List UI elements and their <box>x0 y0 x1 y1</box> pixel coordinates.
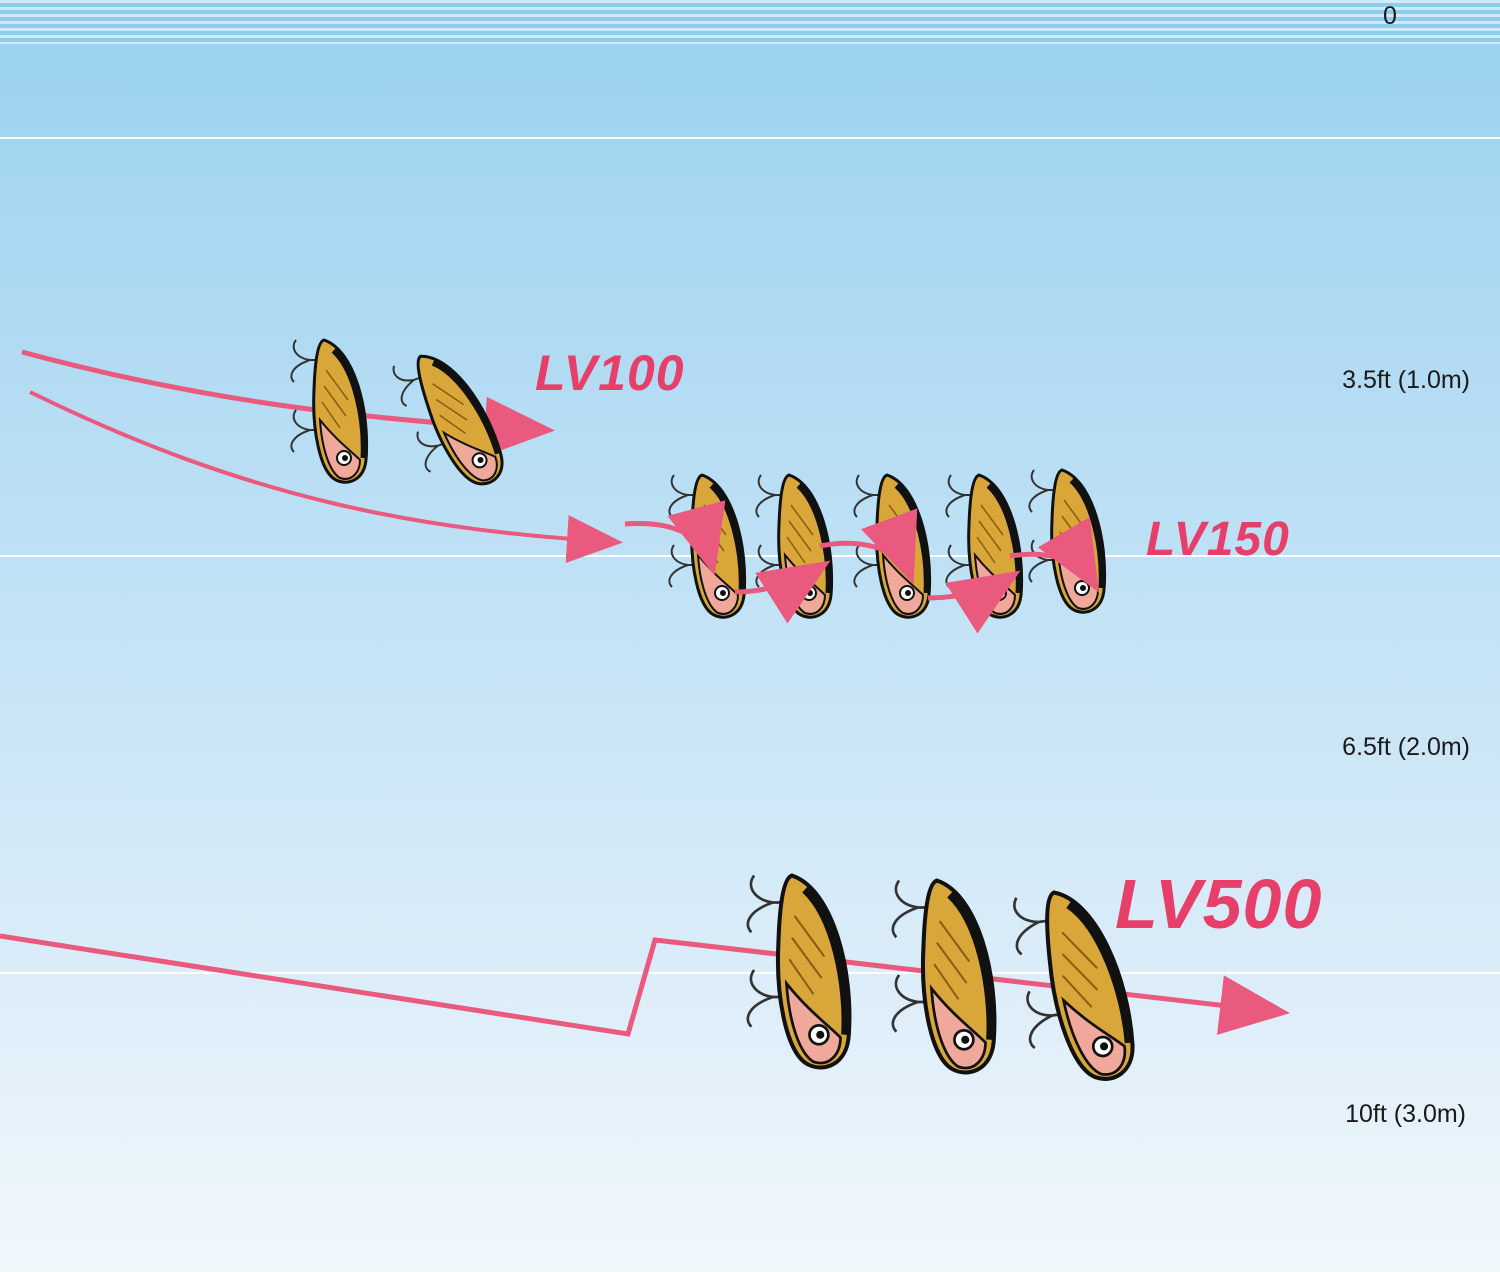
depth-line-surface-band <box>0 137 1500 139</box>
depth-label-6-5ft: 6.5ft (2.0m) <box>1342 733 1470 761</box>
depth-label-10ft: 10ft (3.0m) <box>1345 1100 1466 1128</box>
lv150-hop-4 <box>927 570 1021 634</box>
lure-label-lv150: LV150 <box>1146 513 1290 566</box>
water-surface <box>0 0 1500 44</box>
lv150-hop-1 <box>624 500 726 576</box>
depth-label-3-5ft: 3.5ft (1.0m) <box>1342 366 1470 394</box>
lv150-hop-3 <box>819 508 918 585</box>
depth-line-1 <box>0 555 1500 557</box>
lv150-hop-2 <box>734 560 831 624</box>
lv150-lure-5 <box>1029 470 1104 612</box>
depth-label-surface: 0 <box>1383 2 1397 30</box>
lv500-lure-1 <box>748 876 850 1068</box>
lv100-lure-1 <box>291 340 366 482</box>
lv150-hop-5 <box>1009 517 1100 593</box>
depth-line-2 <box>0 972 1500 974</box>
lv100-path-lower <box>29 390 623 564</box>
lv150-lure-1 <box>669 475 744 617</box>
lv500-lure-2 <box>893 881 995 1073</box>
lure-label-lv500: LV500 <box>1115 865 1323 943</box>
lure-label-lv100: LV100 <box>535 345 685 401</box>
